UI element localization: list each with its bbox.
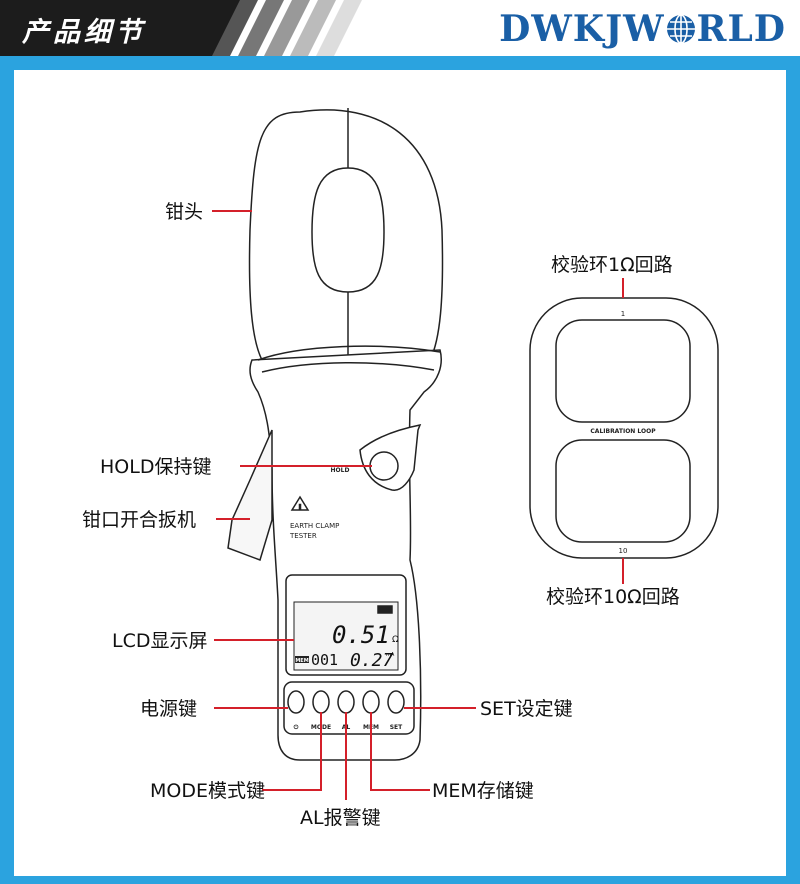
callout-line-mode: [262, 712, 322, 791]
lcd-sub-value: 0.27: [350, 650, 394, 671]
globe-icon: [666, 14, 695, 44]
brand-left: DWKJW: [499, 8, 665, 50]
label-hold-key: HOLD保持键: [100, 456, 211, 478]
loop-bottom-mark: 10: [619, 547, 628, 555]
label-trigger: 钳口开合扳机: [82, 509, 196, 531]
lcd-main-unit: Ω: [392, 635, 399, 645]
label-mem-key: MEM存储键: [432, 780, 534, 802]
power-icon[interactable]: ⏻: [294, 724, 299, 731]
device-name-line2: TESTER: [289, 532, 317, 540]
frame-right: [786, 56, 800, 884]
decor-stripes: [212, 0, 362, 56]
blue-band: [0, 56, 800, 70]
lcd-mem-label: MEM: [295, 658, 308, 664]
loop-top-mark: 1: [621, 310, 625, 318]
callout-lines: [212, 210, 624, 800]
lcd-sub-unit: mA: [386, 652, 395, 658]
callout-line-mem: [370, 712, 430, 791]
label-loop-10: 校验环10Ω回路: [546, 586, 680, 608]
header-bar: 产品细节 DWKJW RLD: [0, 0, 800, 62]
label-loop-1: 校验环1Ω回路: [551, 254, 673, 276]
tester-body: !: [227, 345, 442, 761]
page-title: 产品细节: [22, 17, 146, 48]
title-tab: [0, 0, 250, 56]
clamp-head: [248, 108, 444, 362]
svg-text:!: !: [299, 504, 302, 511]
lcd-main-value: 0.51: [332, 621, 390, 649]
brand-right: RLD: [696, 8, 786, 50]
frame-bottom: [0, 876, 800, 884]
lcd-index: 001: [311, 651, 338, 669]
label-mode-key: MODE模式键: [150, 780, 265, 802]
device-name-line1: EARTH CLAMP: [290, 522, 339, 530]
brand-logo: DWKJW RLD: [499, 8, 786, 50]
loop-label: CALIBRATION LOOP: [590, 428, 656, 435]
label-set-key: SET设定键: [480, 698, 573, 720]
lcd-mem-box: [295, 656, 309, 663]
hold-mark: HOLD: [331, 467, 350, 474]
set-button-label[interactable]: SET: [390, 724, 403, 731]
label-clamp-head: 钳头: [165, 201, 203, 223]
label-al-key: AL报警键: [300, 807, 381, 829]
frame-left: [0, 56, 14, 884]
label-power-key: 电源键: [140, 698, 197, 720]
label-lcd: LCD显示屏: [112, 630, 207, 652]
